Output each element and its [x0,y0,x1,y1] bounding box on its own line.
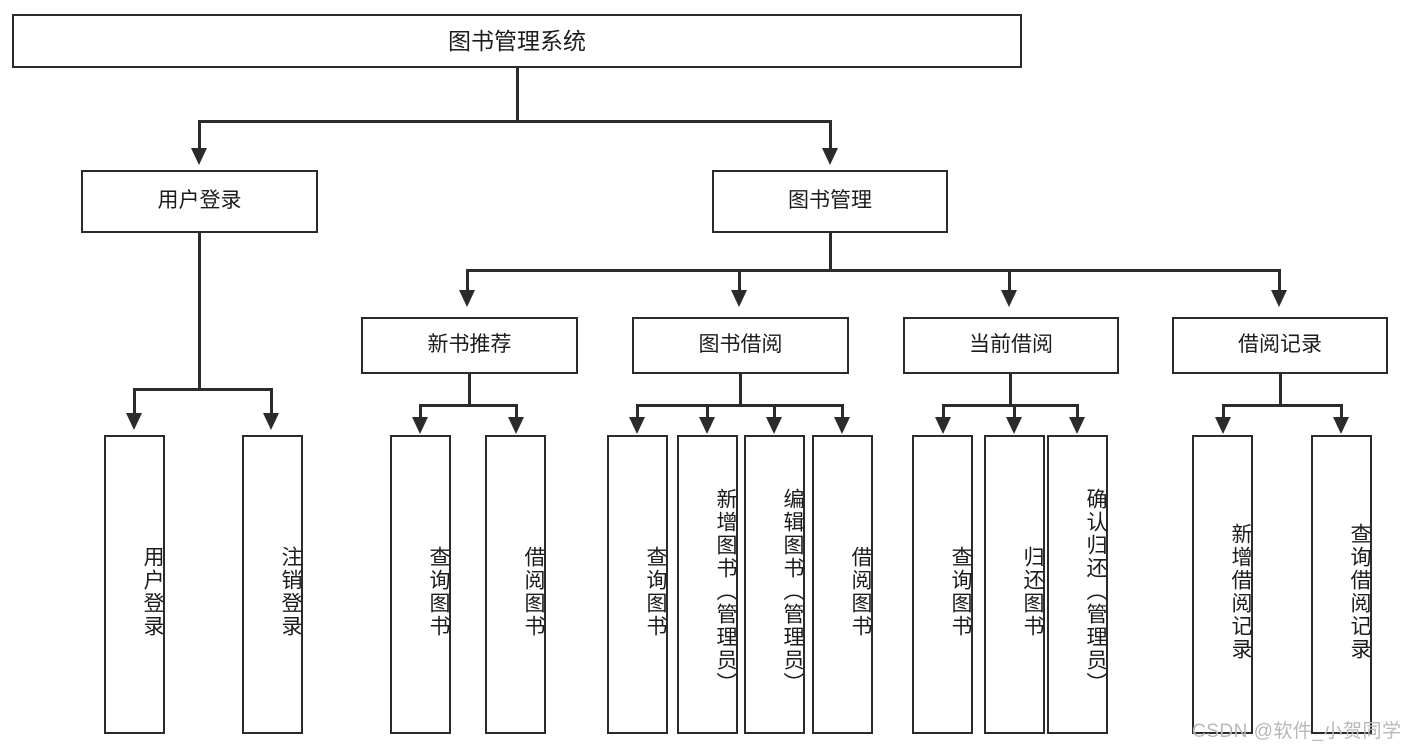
node-leaf-cb-confirm-return[interactable]: 确认归还（管理员） [1047,435,1108,734]
edge-drop-user-login [198,120,201,150]
edge-current-borrow-bus [942,404,1079,407]
edge-new-book-bus [419,404,518,407]
arrow-icon-book-borrow [731,290,747,307]
edge-drop-leaf-user-login-1 [270,388,273,415]
arrow-icon-br-0 [1215,417,1231,434]
edge-drop-nb-1 [515,404,518,419]
node-label: 新增图书（管理员） [714,488,737,695]
edge-drop-book-manage [829,120,832,150]
node-label: 借阅记录 [1238,333,1322,357]
arrow-icon-bb-1 [699,417,715,434]
arrow-icon-leaf-user-login-0 [126,413,142,430]
node-leaf-cb-query-book[interactable]: 查询图书 [912,435,973,734]
arrow-icon-new-book [459,290,475,307]
node-label: 查询借阅记录 [1348,522,1371,661]
edge-drop-borrow-record [1278,269,1281,292]
edge-drop-book-borrow [738,269,741,292]
node-leaf-nb-borrow-book[interactable]: 借阅图书 [485,435,546,734]
edge-book-borrow-bus [636,404,843,407]
node-label: 用户登录 [157,189,242,213]
arrow-icon-bb-2 [766,417,782,434]
arrow-icon-current-borrow [1001,290,1017,307]
node-root-system[interactable]: 图书管理系统 [12,14,1022,68]
arrow-icon-leaf-user-login-1 [263,413,279,430]
edge-borrow-record-stem [1279,374,1282,406]
node-leaf-bb-query-book[interactable]: 查询图书 [607,435,668,734]
node-label: 新书推荐 [427,333,512,357]
edge-borrow-record-bus [1222,404,1343,407]
node-label: 图书管理系统 [448,27,586,54]
node-leaf-bb-borrow-book[interactable]: 借阅图书 [812,435,873,734]
node-leaf-br-query-record[interactable]: 查询借阅记录 [1311,435,1372,734]
edge-book-borrow-stem [739,374,742,406]
node-leaf-bb-edit-book[interactable]: 编辑图书（管理员） [744,435,805,734]
node-label: 查询图书 [644,545,667,638]
arrow-icon-borrow-record [1271,290,1287,307]
node-label: 借阅图书 [849,545,872,638]
arrow-icon-nb-0 [412,417,428,434]
node-label: 查询图书 [427,545,450,638]
node-label: 注销登录 [279,545,302,638]
edge-drop-bb-2 [773,404,776,419]
node-leaf-cb-return-book[interactable]: 归还图书 [984,435,1045,734]
arrow-icon-cb-2 [1069,417,1085,434]
edge-drop-nb-0 [419,404,422,419]
edge-drop-cb-2 [1076,404,1079,419]
node-label: 确认归还（管理员） [1084,488,1107,695]
arrow-icon-cb-1 [1006,417,1022,434]
node-label: 图书借阅 [698,333,783,357]
arrow-icon-nb-1 [508,417,524,434]
edge-drop-bb-0 [636,404,639,419]
edge-new-book-stem [468,374,471,406]
node-user-login[interactable]: 用户登录 [81,170,318,233]
node-leaf-logout[interactable]: 注销登录 [242,435,303,734]
arrow-icon-book-manage [822,148,838,165]
node-label: 归还图书 [1021,545,1044,638]
edge-book-manage-stem [829,233,832,271]
edge-level3-bus [466,269,1281,272]
edge-root-stem [516,68,519,120]
edge-drop-new-book [466,269,469,292]
node-label: 图书管理 [788,189,872,213]
node-label: 用户登录 [141,545,164,638]
arrow-icon-bb-0 [629,417,645,434]
node-leaf-br-add-record[interactable]: 新增借阅记录 [1192,435,1253,734]
node-label: 新增借阅记录 [1229,522,1252,661]
edge-drop-br-1 [1340,404,1343,419]
edge-drop-cb-0 [942,404,945,419]
edge-drop-bb-3 [841,404,844,419]
edge-drop-cb-1 [1013,404,1016,419]
node-label: 当前借阅 [969,333,1053,357]
arrow-icon-user-login [191,148,207,165]
node-book-manage[interactable]: 图书管理 [712,170,948,233]
edge-user-login-stem [198,233,201,390]
node-book-borrow[interactable]: 图书借阅 [632,317,849,374]
node-label: 编辑图书（管理员） [781,488,804,695]
edge-current-borrow-stem [1009,374,1012,406]
node-leaf-nb-query-book[interactable]: 查询图书 [390,435,451,734]
node-label: 借阅图书 [522,545,545,638]
node-label: 查询图书 [949,545,972,638]
edge-drop-br-0 [1222,404,1225,419]
node-new-book-recommend[interactable]: 新书推荐 [361,317,578,374]
edge-root-bus [198,120,832,123]
node-borrow-record[interactable]: 借阅记录 [1172,317,1388,374]
node-leaf-user-login[interactable]: 用户登录 [104,435,165,734]
arrow-icon-br-1 [1333,417,1349,434]
edge-user-login-bus [133,388,273,391]
edge-drop-leaf-user-login-0 [133,388,136,415]
arrow-icon-cb-0 [935,417,951,434]
edge-drop-current-borrow [1008,269,1011,292]
node-current-borrow[interactable]: 当前借阅 [903,317,1119,374]
watermark-text: CSDN @软件_小贺同学 [1192,721,1402,742]
node-leaf-bb-add-book[interactable]: 新增图书（管理员） [677,435,738,734]
edge-drop-bb-1 [706,404,709,419]
arrow-icon-bb-3 [834,417,850,434]
